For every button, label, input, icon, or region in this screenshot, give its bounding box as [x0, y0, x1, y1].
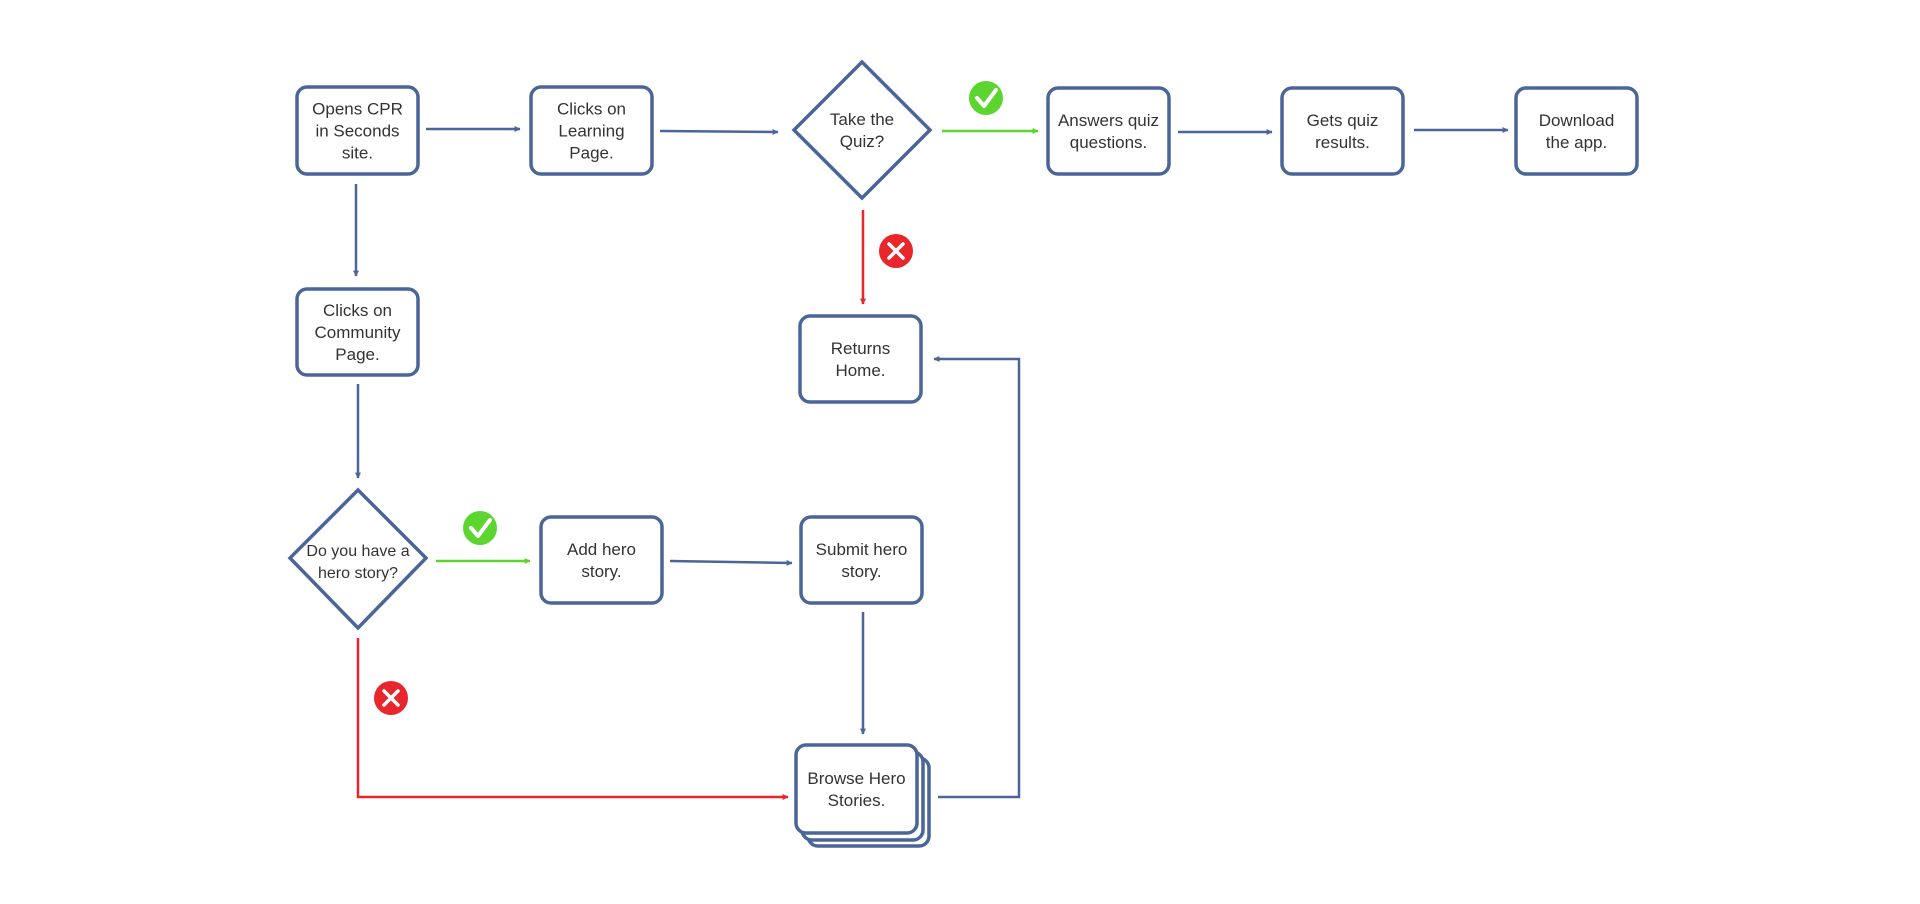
- label-line: Clicks on: [323, 301, 392, 320]
- arrow-question-no-to-browse: [356, 638, 789, 800]
- label-line: results.: [1315, 133, 1370, 152]
- arrow-learning-to-quiz: [659, 128, 779, 135]
- node-add-hero-story: Add hero story.: [539, 515, 664, 605]
- check-circle-icon: [463, 511, 497, 545]
- arrow-add-to-submit: [669, 559, 793, 566]
- label-line: site.: [342, 144, 373, 163]
- x-circle-icon: [879, 234, 913, 268]
- label-line: the app.: [1546, 133, 1607, 152]
- node-answers-quiz: Answers quiz questions.: [1046, 86, 1171, 176]
- arrow-browse-to-home: [933, 356, 1021, 799]
- decision-hero-story: Do you have a hero story?: [287, 487, 429, 631]
- label-line: Returns: [831, 339, 891, 358]
- label-line: Quiz?: [840, 132, 884, 151]
- node-opens-site-label: Opens CPR in Seconds site.: [312, 100, 403, 163]
- node-add-hero-story-label: Add hero story.: [567, 540, 636, 581]
- node-opens-site: Opens CPR in Seconds site.: [295, 85, 420, 176]
- label-line: Stories.: [828, 791, 886, 810]
- label-line: story.: [581, 562, 621, 581]
- x-circle-icon: [374, 681, 408, 715]
- label-line: Page.: [569, 144, 613, 163]
- node-submit-hero-story: Submit hero story.: [799, 515, 924, 605]
- label-line: Clicks on: [557, 100, 626, 119]
- label-line: Gets quiz: [1307, 111, 1379, 130]
- label-line: Learning: [558, 122, 624, 141]
- label-line: Submit hero: [816, 540, 908, 559]
- label-line: Download: [1539, 111, 1615, 130]
- node-submit-hero-story-label: Submit hero story.: [816, 540, 908, 581]
- label-line: hero story?: [318, 565, 398, 582]
- label-line: Home.: [835, 361, 885, 380]
- label-line: Take the: [830, 110, 894, 129]
- check-circle-icon: [969, 81, 1003, 115]
- label-line: Page.: [335, 345, 379, 364]
- label-line: Opens CPR: [312, 100, 403, 119]
- node-quiz-results: Gets quiz results.: [1280, 86, 1405, 176]
- label-line: Add hero: [567, 540, 636, 559]
- label-line: questions.: [1070, 133, 1148, 152]
- label-line: Do you have a: [306, 543, 409, 560]
- label-line: in Seconds: [315, 122, 399, 141]
- label-line: story.: [841, 562, 881, 581]
- label-line: Community: [315, 323, 401, 342]
- node-download-app-label: Download the app.: [1539, 111, 1615, 152]
- label-line: Browse Hero: [807, 769, 905, 788]
- decision-hero-story-label: Do you have a hero story?: [306, 543, 409, 582]
- label-line: Answers quiz: [1058, 111, 1159, 130]
- node-download-app: Download the app.: [1514, 86, 1639, 176]
- node-answers-quiz-label: Answers quiz questions.: [1058, 111, 1159, 152]
- node-quiz-results-label: Gets quiz results.: [1307, 111, 1379, 152]
